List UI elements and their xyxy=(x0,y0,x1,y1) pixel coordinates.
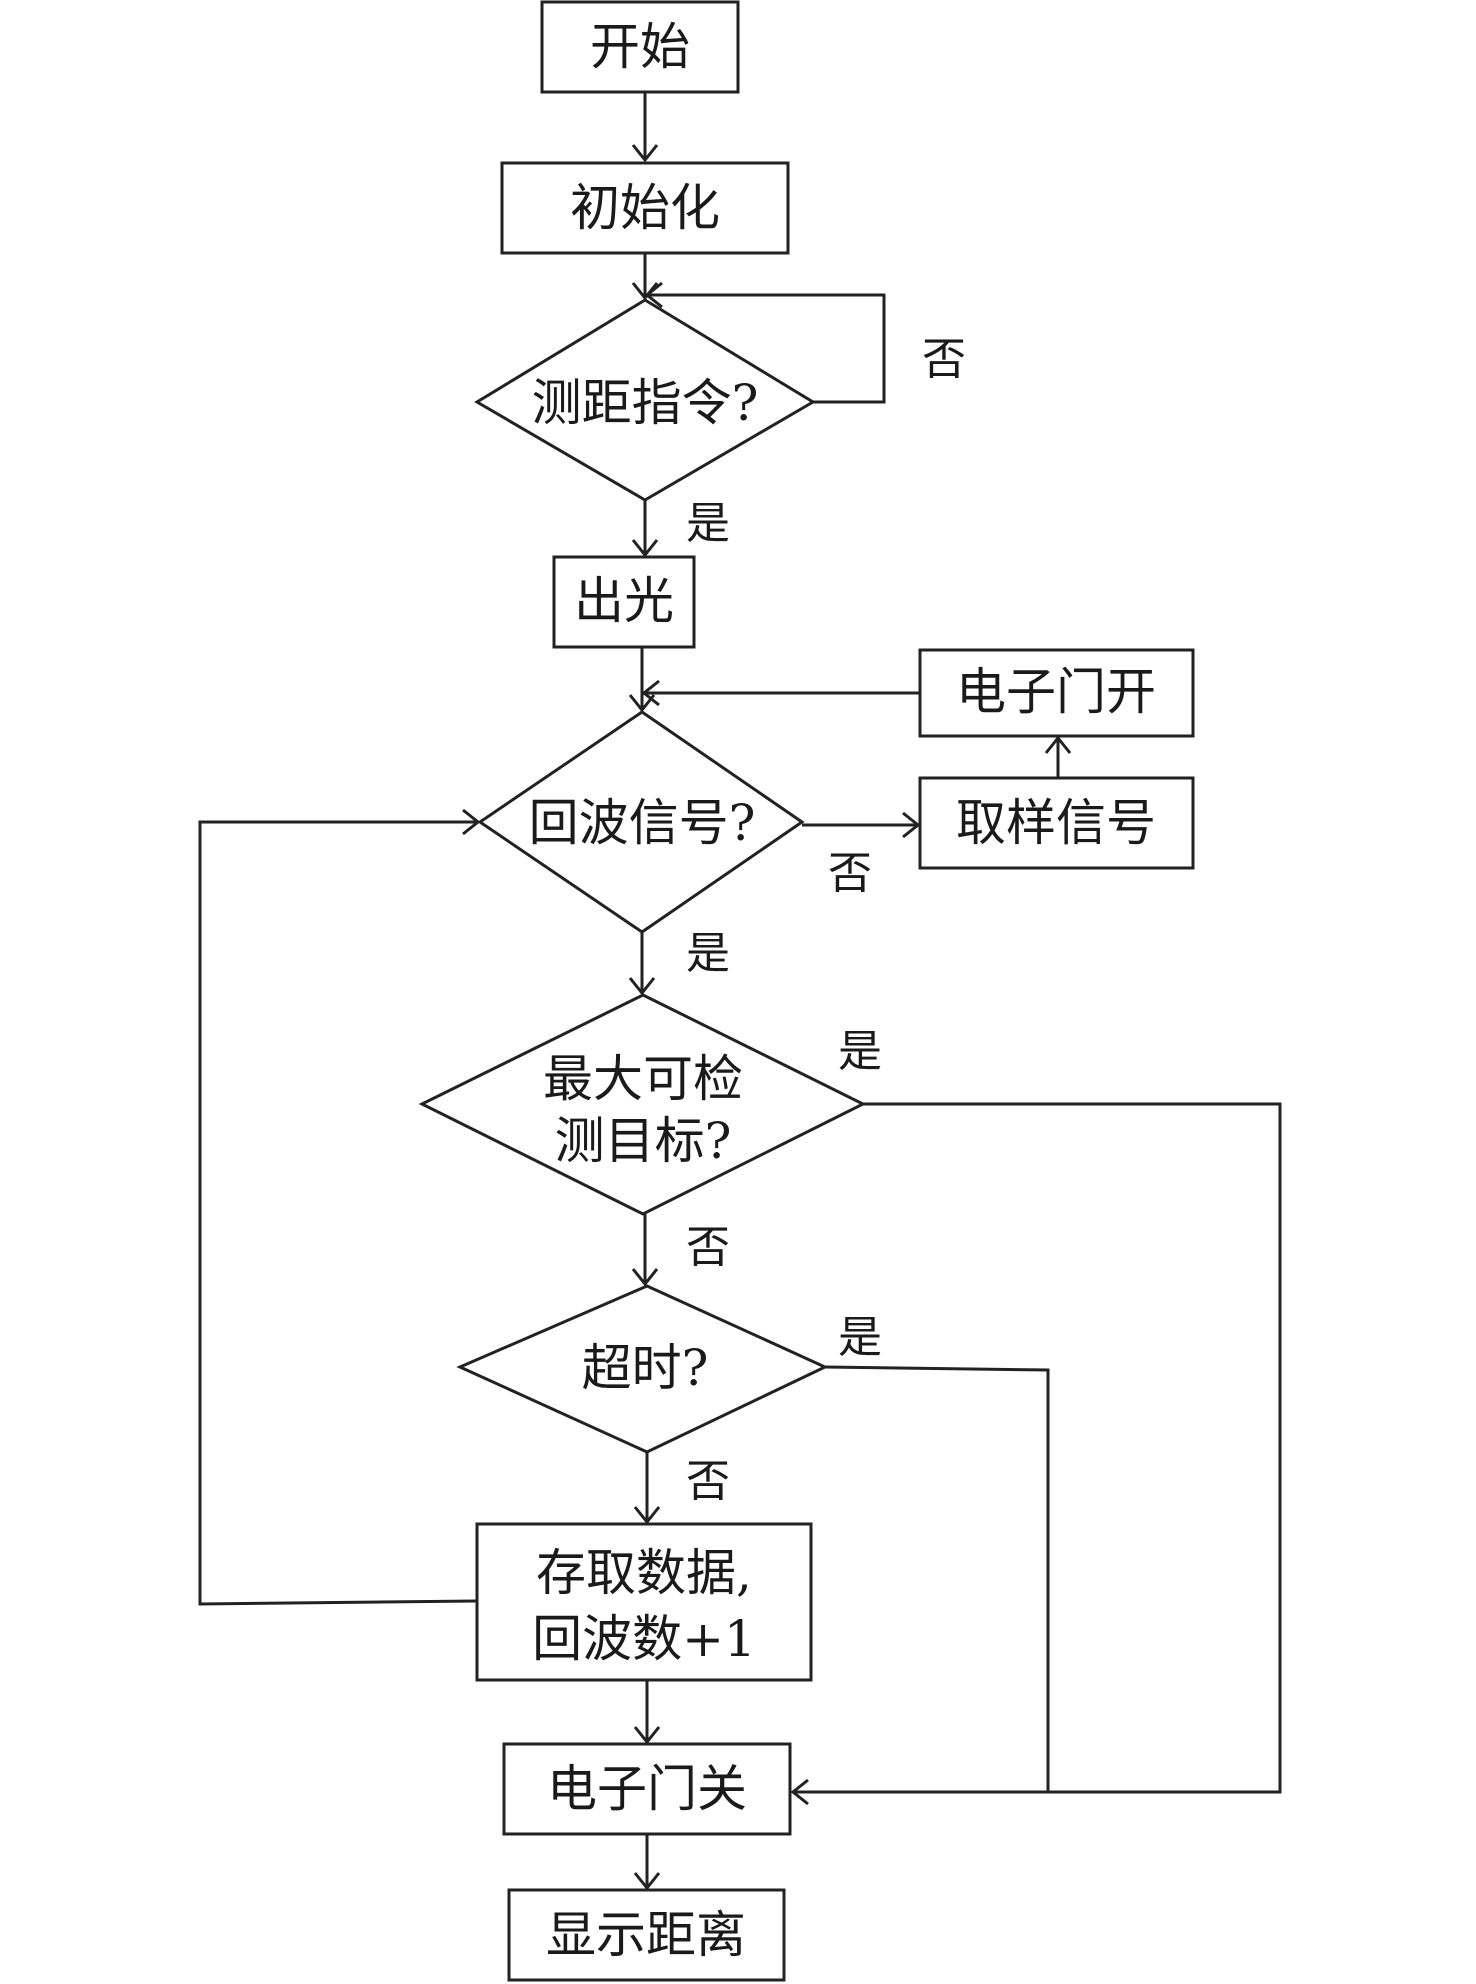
edge-gate-open-to-echo xyxy=(641,679,920,707)
label-timeout-yes: 是 xyxy=(838,1312,882,1363)
node-gate-close-label: 电子门关 xyxy=(547,1760,747,1818)
node-start-label: 开始 xyxy=(590,18,690,76)
label-range-command-no: 否 xyxy=(922,334,966,385)
label-echo-yes: 是 xyxy=(686,928,730,979)
decision-range-command-label: 测距指令? xyxy=(532,374,759,432)
edge-start-to-init xyxy=(631,92,659,163)
edge-echo-yes-to-max-target xyxy=(628,932,656,996)
decision-max-target-label-line2: 测目标? xyxy=(555,1112,732,1170)
edge-max-target-yes-to-gate-close xyxy=(790,1102,1282,1806)
node-gate-open-label: 电子门开 xyxy=(956,663,1156,721)
node-emit-light-label: 出光 xyxy=(574,572,674,630)
node-sample-signal[interactable]: 取样信号 xyxy=(918,776,1195,870)
decision-max-target-label-line1: 最大可检 xyxy=(543,1050,743,1108)
decision-timeout[interactable]: 超时? xyxy=(456,1284,829,1454)
node-store-data-label-line1: 存取数据, xyxy=(536,1544,752,1602)
node-init[interactable]: 初始化 xyxy=(500,161,790,255)
label-timeout-no: 否 xyxy=(686,1456,730,1507)
decision-range-command[interactable]: 测距指令? xyxy=(474,298,816,502)
label-range-command-yes: 是 xyxy=(686,498,730,549)
node-start[interactable]: 开始 xyxy=(540,0,740,94)
edge-store-loop-to-echo xyxy=(198,808,481,1606)
node-store-data[interactable]: 存取数据, 回波数+1 xyxy=(475,1522,813,1682)
label-echo-no: 否 xyxy=(828,848,872,899)
label-max-target-no: 否 xyxy=(686,1222,730,1273)
decision-echo-signal-label: 回波信号? xyxy=(529,794,756,852)
decision-max-target[interactable]: 最大可检 测目标? xyxy=(418,993,867,1216)
edge-range-command-no-loop xyxy=(644,281,886,404)
edge-store-to-gate-close xyxy=(633,1680,661,1745)
decision-echo-signal[interactable]: 回波信号? xyxy=(477,710,805,934)
node-show-distance[interactable]: 显示距离 xyxy=(507,1888,786,1982)
edge-init-to-range-command xyxy=(631,253,659,301)
node-init-label: 初始化 xyxy=(570,179,720,237)
node-show-distance-label: 显示距离 xyxy=(546,1906,746,1964)
edge-range-command-yes xyxy=(631,500,659,558)
node-store-data-label-line2: 回波数+1 xyxy=(532,1610,756,1668)
node-gate-close[interactable]: 电子门关 xyxy=(502,1742,792,1836)
node-gate-open[interactable]: 电子门开 xyxy=(918,648,1195,738)
decision-timeout-label: 超时? xyxy=(582,1339,709,1397)
edge-timeout-no-to-store xyxy=(633,1452,661,1525)
label-max-target-yes: 是 xyxy=(838,1026,882,1077)
edge-timeout-yes-to-gate-close xyxy=(824,1365,1050,1792)
edge-echo-no-to-sample xyxy=(802,811,921,839)
edge-sample-to-gate-open xyxy=(1044,735,1072,778)
edge-max-target-no-to-timeout xyxy=(631,1214,659,1287)
edge-emit-light-to-echo xyxy=(628,647,656,713)
node-emit-light[interactable]: 出光 xyxy=(552,555,696,649)
edge-gate-close-to-show xyxy=(633,1834,661,1891)
node-sample-signal-label: 取样信号 xyxy=(956,794,1156,852)
